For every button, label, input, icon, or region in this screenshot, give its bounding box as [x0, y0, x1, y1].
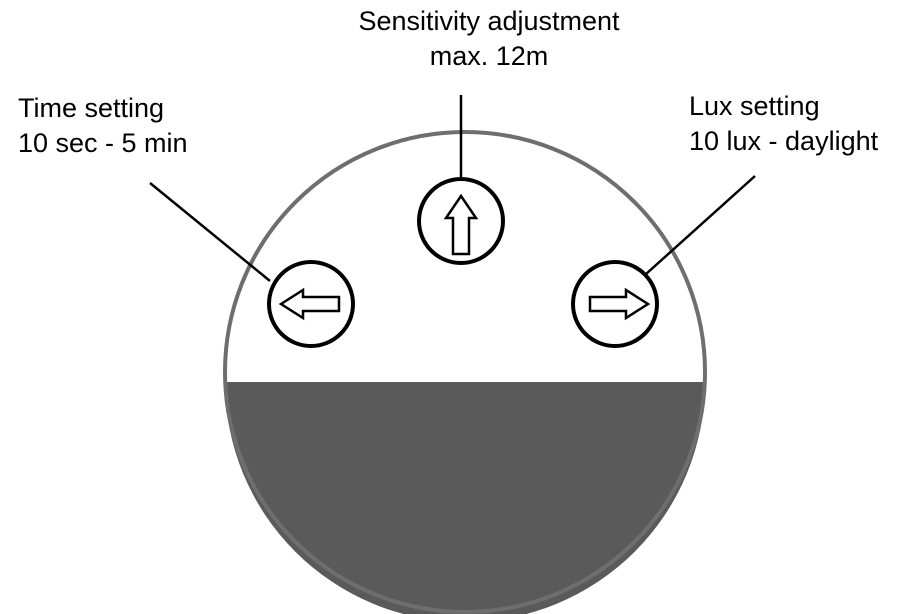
sensitivity-range: max. 12m [429, 41, 549, 71]
sensitivity-label: Sensitivity adjustment max. 12m [337, 4, 641, 74]
sensor-outline [223, 130, 707, 614]
leader-line-lux [645, 175, 756, 275]
time-title: Time setting [18, 93, 165, 123]
leader-line-time [149, 182, 271, 282]
time-knob [267, 260, 355, 348]
arrow-left-icon [278, 287, 341, 321]
lux-title: Lux setting [689, 91, 820, 121]
sensitivity-title: Sensitivity adjustment [358, 6, 620, 36]
lux-label: Lux setting 10 lux - daylight [689, 89, 878, 159]
time-range: 10 sec - 5 min [18, 128, 188, 158]
arrow-up-icon [443, 193, 479, 256]
lux-range: 10 lux - daylight [689, 126, 879, 156]
sensitivity-knob [417, 177, 505, 265]
lux-knob [571, 260, 659, 348]
sensor-lower-half [225, 382, 705, 614]
arrow-right-icon [588, 287, 651, 321]
time-label: Time setting 10 sec - 5 min [18, 91, 188, 161]
